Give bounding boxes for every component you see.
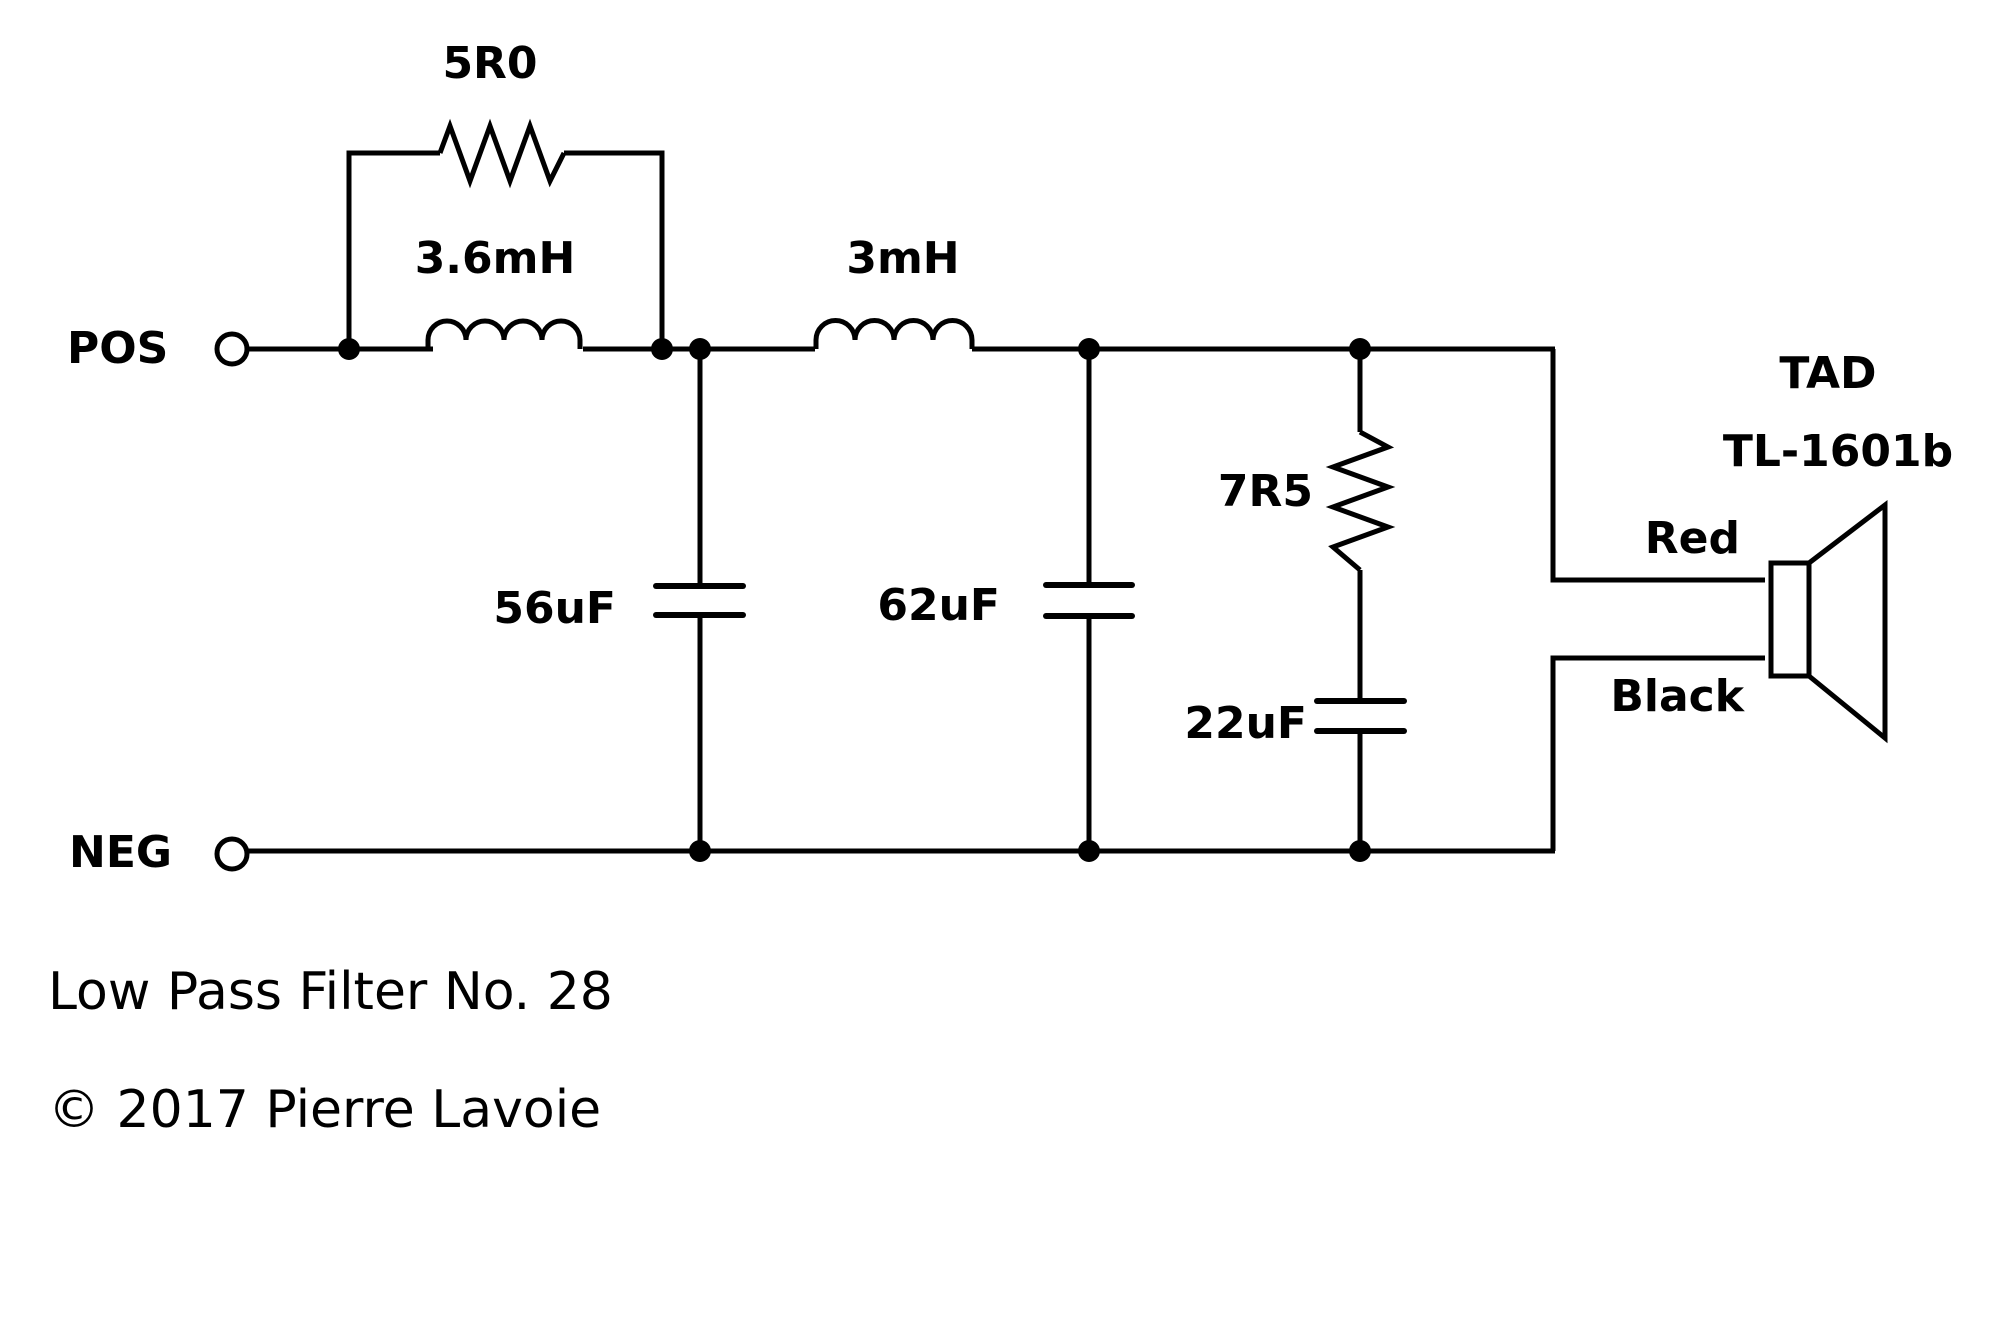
positive-rail	[245, 346, 1765, 583]
junction-dot	[689, 338, 711, 360]
capacitor-62uf-label: 62uF	[877, 580, 1000, 631]
copyright-notice: © 2017 Pierre Lavoie	[48, 1080, 601, 1140]
resistor-7r5	[1325, 349, 1396, 701]
negative-rail	[245, 655, 1765, 854]
driver-brand-label: TAD	[1779, 348, 1876, 399]
resistor-7r5-label: 7R5	[1218, 466, 1313, 517]
neg-terminal-icon	[214, 836, 250, 872]
wire-red-label: Red	[1645, 513, 1740, 564]
pos-terminal-icon	[214, 331, 250, 367]
resistor-5r0	[346, 118, 665, 349]
junction-dot	[651, 338, 673, 360]
inductor-3-6mh	[425, 318, 583, 349]
capacitor-62uf	[1043, 349, 1135, 851]
junction-dot	[1078, 840, 1100, 862]
inductor-3-6mh-label: 3.6mH	[415, 233, 576, 284]
resistor-5r0-label: 5R0	[442, 38, 537, 89]
diagram-title: Low Pass Filter No. 28	[48, 962, 613, 1022]
capacitor-56uf	[653, 349, 746, 851]
capacitor-22uf-label: 22uF	[1184, 698, 1307, 749]
capacitor-56uf-label: 56uF	[493, 583, 616, 634]
inductor-3mh-label: 3mH	[846, 233, 959, 284]
junction-dot	[1078, 338, 1100, 360]
driver-model-label: TL-1601b	[1723, 426, 1953, 477]
wire-black-label: Black	[1610, 671, 1745, 722]
inductor-3mh	[813, 318, 975, 349]
capacitor-22uf	[1314, 698, 1407, 851]
junction-dot	[338, 338, 360, 360]
junction-dot	[1349, 338, 1371, 360]
neg-label: NEG	[69, 827, 172, 878]
junction-dots	[338, 338, 1371, 862]
pos-label: POS	[67, 323, 168, 374]
junction-dot	[689, 840, 711, 862]
speaker-icon	[1768, 499, 1888, 744]
junction-dot	[1349, 840, 1371, 862]
